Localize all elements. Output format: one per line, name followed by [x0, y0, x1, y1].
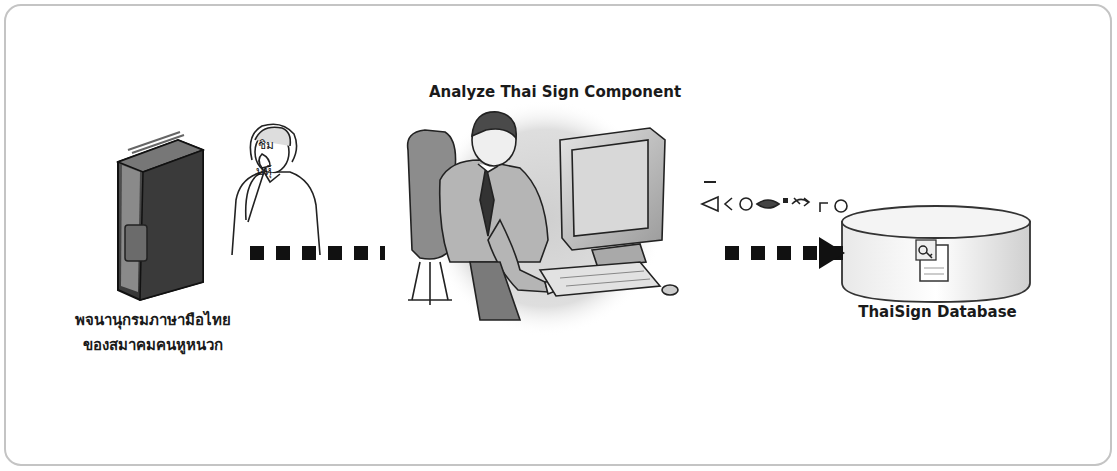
- node-label: Analyze Thai Sign Component: [429, 80, 681, 105]
- computer-user: [408, 112, 678, 320]
- signing-person: [232, 124, 320, 255]
- node-label: พจนานุกรมภาษามือไทย ของสมาคมคนหูหนวก: [65, 308, 240, 358]
- node-label: ThaiSign Database: [858, 300, 1017, 325]
- dictionary-book: พจนานุกรมภาษามือไทย ของสมาคมคนหูหนวก: [55, 140, 250, 358]
- analysis-step: Analyze Thai Sign Component: [385, 80, 725, 330]
- sign-annotation: บหุ้: [256, 163, 272, 179]
- book-icon: [118, 132, 203, 300]
- panel-frame: [5, 5, 1111, 465]
- sign-annotation: ชิม: [258, 137, 274, 153]
- dotted-arrow: [725, 246, 845, 260]
- sign-notation: [702, 182, 847, 212]
- database-store: ThaiSign Database: [845, 200, 1030, 325]
- dotted-arrow: [250, 246, 385, 260]
- database-cylinder: [842, 206, 1030, 302]
